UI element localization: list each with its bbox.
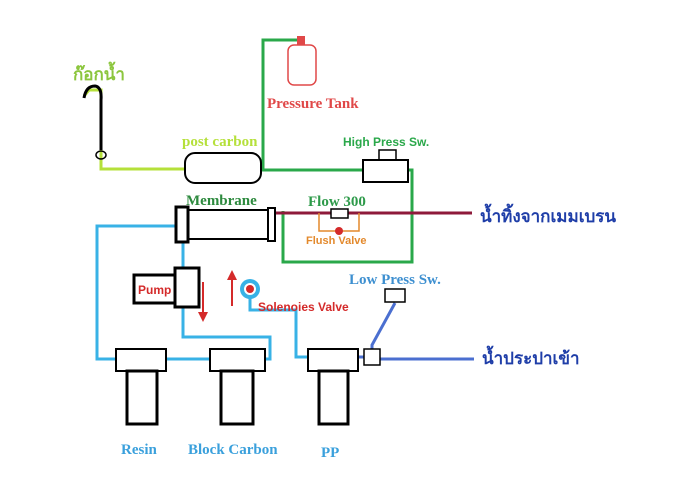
membrane-cap-right-icon: [267, 207, 276, 242]
solenoid-valve-center-icon: [246, 285, 254, 293]
block-carbon-filter-housing: [209, 348, 266, 426]
pressure-tank-icon: [287, 44, 317, 86]
resin-label: Resin: [121, 442, 157, 458]
membrane-cap-left-icon: [174, 205, 190, 244]
tee-fitting-icon: [363, 348, 381, 366]
block-carbon-to-pump-pipe: [181, 303, 272, 361]
pressure-tank-label: Pressure Tank: [267, 96, 359, 112]
pump-head-icon: [173, 266, 201, 309]
post-carbon-label: post carbon: [182, 134, 258, 150]
pressure-tank-valve-icon: [297, 36, 305, 45]
resin-to-membrane-pipe: [95, 224, 180, 361]
high-press-sw-label: High Press Sw.: [343, 135, 429, 149]
post-carbon-filter-icon: [184, 152, 262, 184]
low-press-switch-icon: [384, 288, 406, 303]
solenoid-valve-label: Solenoies Valve: [258, 300, 349, 314]
high-press-switch-cap-icon: [378, 149, 397, 161]
resin-filter-housing: [115, 348, 167, 426]
faucet-label: ก๊อกน้ำ: [73, 61, 125, 84]
low-press-sw-label: Low Press Sw.: [349, 272, 441, 288]
membrane-body-icon: [186, 209, 271, 240]
faucet-valve-icon: [95, 150, 107, 160]
flow-restrictor-icon: [330, 208, 349, 219]
arrow-up-head-icon: [227, 270, 237, 280]
solenoid-to-pp-pipe: [248, 297, 310, 359]
arrow-down-head-icon: [198, 312, 208, 322]
membrane-label: Membrane: [186, 193, 257, 209]
pp-filter-housing: [307, 348, 359, 426]
pump-label: Pump: [138, 283, 171, 297]
tap-water-in-label: น้ำประปาเข้า: [482, 345, 580, 368]
high-press-switch-icon: [362, 159, 409, 183]
faucet-icon: [82, 84, 103, 150]
flush-valve-dot-icon: [335, 227, 343, 235]
flow-label: Flow 300: [308, 194, 366, 210]
pump-motor-icon: [132, 273, 178, 305]
pp-label: PP: [321, 445, 339, 461]
faucet-pipe: [82, 88, 185, 171]
tank-to-high-press-pipe: [261, 166, 363, 172]
high-press-loop-pipe: [281, 168, 414, 264]
reject-water-label: น้ำทิ้งจากเมมเบรน: [480, 203, 616, 226]
low-press-sw-pipe: [370, 302, 397, 349]
block-carbon-label: Block Carbon: [188, 442, 278, 458]
flush-valve-label: Flush Valve: [306, 235, 367, 247]
